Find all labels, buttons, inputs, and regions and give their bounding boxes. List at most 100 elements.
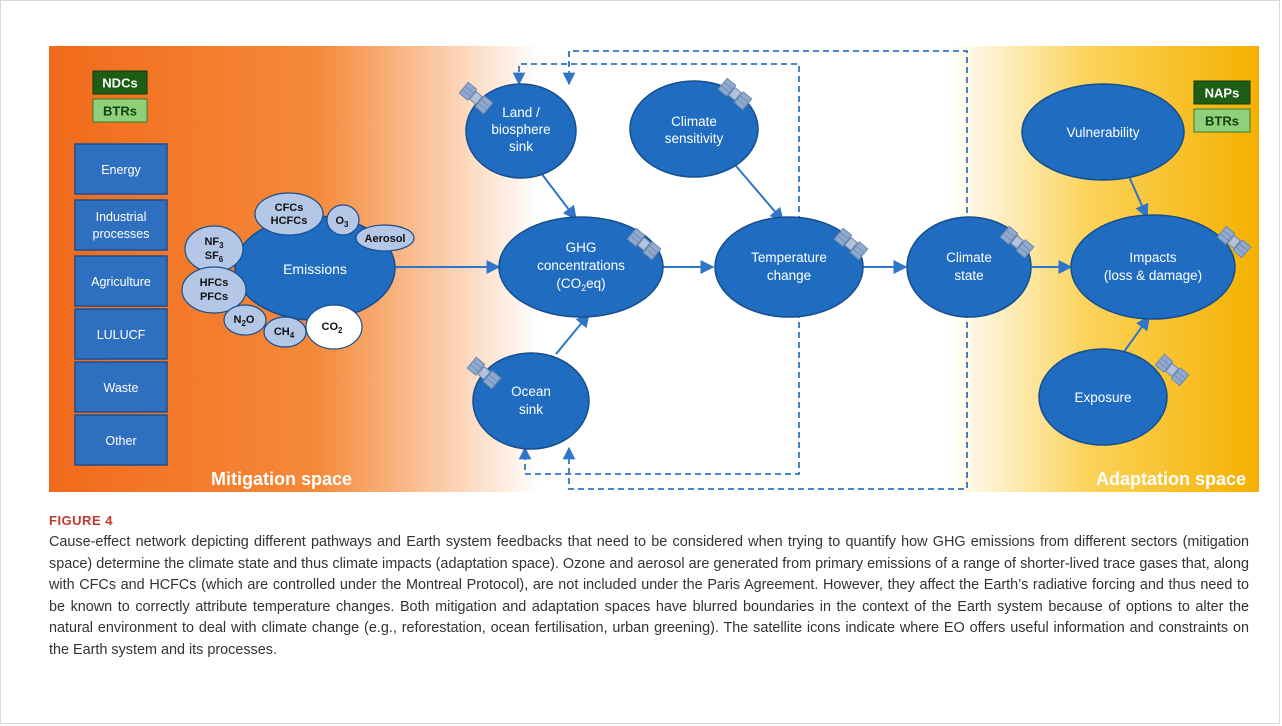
sector-box-other: [74, 414, 168, 466]
temperature-label: Temperature: [751, 250, 827, 265]
temperature-change-node: [714, 216, 864, 318]
sector-box-energy: [74, 143, 168, 195]
gas-aerosol: [355, 224, 415, 252]
ghg-label-subscript: 2: [581, 283, 586, 293]
sector-label: Other: [105, 434, 136, 448]
climate-sensitivity-label: Climate: [671, 114, 717, 129]
climate-state-label: state: [954, 268, 983, 283]
ndcs-badge: [92, 70, 148, 95]
exposure-label: Exposure: [1074, 390, 1131, 405]
climate-sensitivity-label: sensitivity: [665, 131, 724, 146]
gas-hcfcs-label: HCFCs: [271, 215, 308, 227]
vulnerability-label: Vulnerability: [1066, 125, 1139, 140]
gas-o3: [326, 204, 360, 236]
gas-co2: [305, 304, 363, 350]
gas-n2o-subscript: 2: [241, 319, 246, 328]
land-label: Land /: [502, 105, 540, 120]
emissions-cluster: Emissions CFCs HCFCs O3 Aerosol NF3 SF6 …: [181, 192, 415, 350]
exposure-node: [1038, 348, 1168, 446]
ghg-label: concentrations: [537, 258, 625, 273]
feedback-climate-state-to-land: [562, 50, 968, 223]
gas-sf6-text: SF: [205, 250, 219, 262]
gas-aerosol-label: Aerosol: [365, 233, 406, 245]
land-label: biosphere: [491, 122, 550, 137]
sector-box-industrial: [74, 199, 168, 251]
sector-box-waste: [74, 361, 168, 413]
mitigation-btrs-badge: [92, 98, 148, 123]
sector-label: Industrial: [96, 210, 147, 224]
sector-label: processes: [93, 227, 150, 241]
ghg-label-part-a: (CO: [556, 276, 581, 291]
emissions-label: Emissions: [283, 261, 347, 277]
land-biosphere-sink-node: [465, 83, 577, 179]
network-nodes: Land / biosphere sink Climate sensitivit…: [465, 80, 1236, 450]
feedback-loops: [512, 50, 968, 490]
arrow-exposure-to-impacts: [1120, 315, 1150, 357]
adaptation-btrs-badge-label: BTRs: [1205, 114, 1239, 129]
gas-co2-label: CO2: [322, 321, 344, 335]
sector-box-lulucf: [74, 308, 168, 360]
arrow-sensitivity-to-temperature: [735, 165, 784, 223]
gas-o3-text: O: [335, 215, 344, 227]
mitigation-space-label: Mitigation space: [211, 469, 352, 489]
adaptation-space-label: Adaptation space: [1096, 469, 1246, 489]
ndcs-badge-label: NDCs: [102, 76, 137, 91]
gas-n2o-text-a: N: [234, 314, 242, 326]
impacts-label: (loss & damage): [1104, 268, 1202, 283]
adaptation-btrs-badge: [1193, 108, 1251, 133]
gas-co2-subscript: 2: [338, 326, 343, 335]
arrow-vulnerability-to-impacts: [1126, 171, 1149, 219]
gas-sf6-label: SF6: [205, 250, 224, 264]
cause-effect-diagram: Mitigation space Adaptation space NDCs B…: [49, 46, 1259, 492]
ghg-concentrations-node: [498, 216, 664, 318]
gas-nf3-sf6: [184, 225, 244, 273]
gas-nf3-subscript: 3: [219, 241, 224, 250]
naps-badge-label: NAPs: [1205, 86, 1240, 101]
impacts-node: [1070, 214, 1236, 320]
figure-label: FIGURE 4: [49, 513, 113, 528]
naps-badge: [1193, 80, 1251, 105]
ghg-label: GHG: [566, 240, 597, 255]
temperature-label: change: [767, 268, 811, 283]
sector-box-agriculture: [74, 255, 168, 307]
gas-cfcs-label: CFCs: [275, 202, 304, 214]
sector-label: Agriculture: [91, 275, 151, 289]
sector-label: Energy: [101, 163, 141, 177]
ghg-label: (CO2eq): [556, 276, 605, 293]
gas-n2o-text-b: O: [246, 314, 255, 326]
arrow-land-to-ghg: [540, 172, 577, 221]
gas-ch4: [263, 316, 307, 348]
ocean-label: sink: [519, 402, 543, 417]
ocean-label: Ocean: [511, 384, 551, 399]
gas-nf3-label: NF3: [204, 236, 224, 250]
gas-n2o: [223, 304, 267, 336]
climate-sensitivity-node: [629, 80, 759, 178]
climate-state-label: Climate: [946, 250, 992, 265]
sector-label: LULUCF: [97, 328, 146, 342]
arrow-ocean-to-ghg: [555, 312, 590, 355]
impacts-label: Impacts: [1129, 250, 1177, 265]
gas-o3-label: O3: [335, 215, 349, 229]
feedback-temperature-to-ocean: [518, 312, 800, 475]
gas-ch4-subscript: 4: [290, 331, 295, 340]
gas-sf6-subscript: 6: [219, 255, 224, 264]
gas-nf3-text: NF: [204, 236, 219, 248]
vulnerability-node: [1021, 83, 1185, 181]
gas-cfcs-hcfcs: [254, 192, 324, 236]
gas-pfcs-label: PFCs: [200, 291, 228, 303]
climate-state-node: [906, 216, 1032, 318]
gas-n2o-label: N2O: [234, 314, 255, 328]
gas-ch4-text: CH: [274, 326, 290, 338]
figure-caption: FIGURE 4 Cause-effect network depicting …: [49, 513, 1249, 661]
gas-ch4-label: CH4: [274, 326, 295, 340]
feedback-climate-state-to-ocean: [562, 312, 968, 490]
sector-list: Energy Industrial processes Agriculture …: [74, 143, 168, 466]
ocean-sink-node: [472, 352, 590, 450]
ghg-label-part-b: eq): [586, 276, 606, 291]
figure-caption-text: Cause-effect network depicting different…: [49, 534, 1249, 658]
sector-label: Waste: [104, 381, 139, 395]
gas-o3-subscript: 3: [344, 220, 349, 229]
mitigation-btrs-badge-label: BTRs: [103, 104, 137, 119]
land-label: sink: [509, 139, 533, 154]
